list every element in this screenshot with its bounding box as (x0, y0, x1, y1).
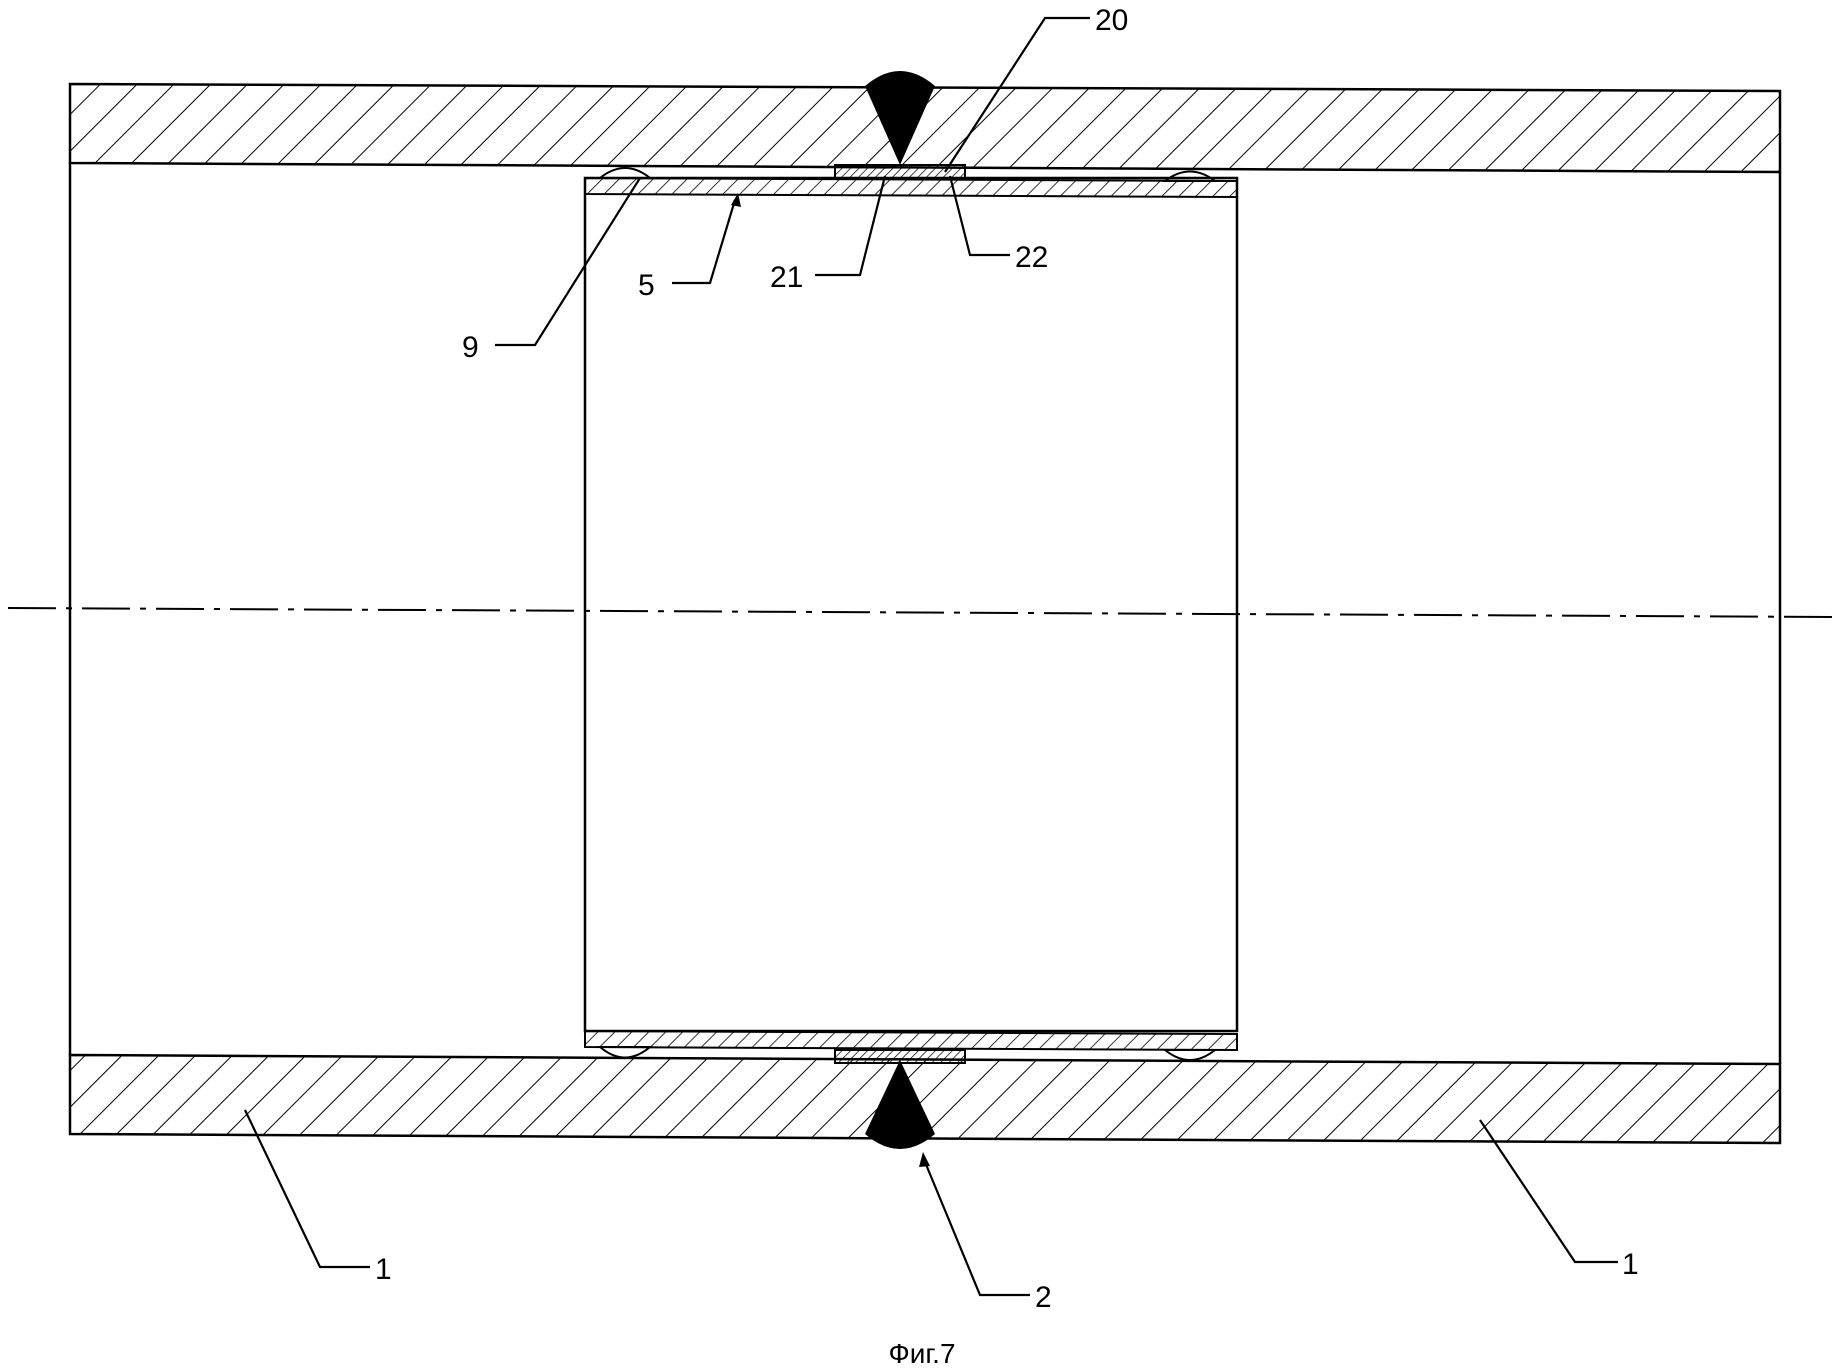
label-1-right: 1 (1622, 1248, 1639, 1281)
label-2: 2 (1035, 1281, 1052, 1314)
label-1-left: 1 (375, 1253, 392, 1286)
leader-lines (244, 16, 1618, 1297)
label-22: 22 (1015, 241, 1048, 274)
label-5: 5 (638, 269, 655, 302)
weld-bottom (865, 1060, 935, 1149)
label-21: 21 (770, 261, 803, 294)
weld-top (865, 71, 935, 165)
pipe-wall-bottom (68, 1053, 1782, 1145)
label-9: 9 (462, 331, 479, 364)
label-20: 20 (1095, 4, 1128, 37)
inner-sleeve (583, 167, 1239, 1061)
figure-caption: Фиг.7 (888, 1338, 955, 1369)
center-axis (7, 607, 1837, 618)
